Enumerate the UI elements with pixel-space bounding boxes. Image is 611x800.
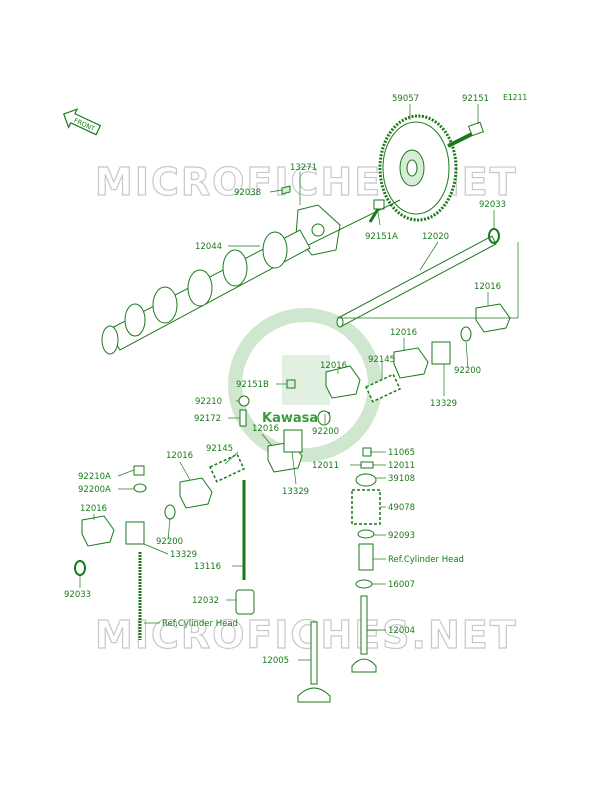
label-39108: 39108	[388, 474, 415, 484]
washer-92200a-small	[133, 483, 147, 493]
label-92145-b: 92145	[206, 444, 233, 454]
valve-spring-49078	[351, 489, 381, 525]
cotter-11065	[362, 447, 372, 457]
spring-92145a	[365, 373, 401, 403]
label-12016-b: 12016	[390, 328, 417, 338]
label-13329-c: 13329	[170, 550, 197, 560]
label-92210a: 92210A	[78, 472, 111, 482]
label-92033-top: 92033	[479, 200, 506, 210]
label-11065: 11065	[388, 448, 415, 458]
label-92038: 92038	[234, 188, 261, 198]
label-92200a: 92200A	[78, 485, 111, 495]
screw-92172	[239, 409, 247, 427]
cotter-12011	[360, 461, 374, 469]
label-92210: 92210	[195, 397, 222, 407]
nut-92210	[238, 395, 250, 407]
circlip-92033-bottom	[74, 560, 86, 576]
label-16007: 16007	[388, 580, 415, 590]
rocker-arm-12016c	[325, 365, 361, 399]
label-12005: 12005	[262, 656, 289, 666]
valve-guide	[358, 543, 374, 571]
label-13329-a: 13329	[430, 399, 457, 409]
seat-92093	[357, 529, 375, 539]
label-92093: 92093	[388, 531, 415, 541]
label-12011-b: 12011	[388, 461, 415, 471]
rocker-arm-12016b	[393, 347, 429, 379]
label-92200-c: 92200	[156, 537, 183, 547]
label-ref-cylinder-head-2: Ref.Cylinder Head	[162, 619, 238, 629]
washer-92200c	[164, 504, 176, 520]
camshaft	[101, 199, 401, 355]
label-12016-d: 12016	[252, 424, 279, 434]
rocker-shaft	[336, 235, 497, 328]
label-13116: 13116	[194, 562, 221, 572]
label-12044: 12044	[195, 242, 222, 252]
nut-92210a	[133, 465, 145, 476]
label-12016-a: 12016	[474, 282, 501, 292]
spring-92145b	[209, 453, 245, 483]
label-92033-bottom: 92033	[64, 590, 91, 600]
leader-lines	[79, 104, 519, 661]
adjuster-13329a	[431, 341, 451, 365]
adjuster-13329b	[283, 429, 303, 453]
front-arrow: FRONT	[63, 108, 102, 136]
label-92151a: 92151A	[365, 232, 398, 242]
cam-gear	[378, 114, 458, 222]
diagram-code: E1211	[503, 93, 527, 102]
watermark-bottom: MICROFICHES.NET	[95, 613, 518, 657]
label-13271: 13271	[290, 163, 317, 173]
label-12016-f: 12016	[80, 504, 107, 514]
rocker-arm-12016f	[81, 515, 115, 547]
washer-92200b	[317, 410, 331, 426]
bolt-92151	[447, 121, 484, 148]
label-12011-a: 12011	[312, 461, 339, 471]
brand-text: Kawasaki	[262, 411, 331, 426]
circlip-92033-top	[488, 228, 500, 244]
label-12004: 12004	[388, 626, 415, 636]
label-12020: 12020	[422, 232, 449, 242]
washer-92200a	[460, 326, 472, 342]
valve-12005	[297, 621, 331, 703]
label-59057: 59057	[392, 94, 419, 104]
label-92200-a: 92200	[454, 366, 481, 376]
label-13329-b: 13329	[282, 487, 309, 497]
bolt-92151b	[286, 379, 296, 389]
label-92151b: 92151B	[236, 380, 269, 390]
label-12016-e: 12016	[166, 451, 193, 461]
label-ref-cylinder-head-1: Ref.Cylinder Head	[388, 555, 464, 565]
adjuster-13329c	[125, 521, 145, 545]
label-92200-b: 92200	[312, 427, 339, 437]
tappet-12032	[235, 589, 255, 615]
label-92145-a: 92145	[368, 355, 395, 365]
seal-16007	[355, 579, 373, 589]
label-12032: 12032	[192, 596, 219, 606]
key-92038	[281, 185, 291, 195]
part-labels: 59057 92151 13271 92038 92151A 92033 120…	[64, 94, 506, 666]
label-49078: 49078	[388, 503, 415, 513]
label-12016-c: 12016	[320, 361, 347, 371]
retainer-39108	[355, 473, 377, 487]
label-92172: 92172	[194, 414, 221, 424]
rocker-arm-12016e	[179, 477, 213, 509]
valve-12004	[351, 595, 377, 673]
label-92151: 92151	[462, 94, 489, 104]
